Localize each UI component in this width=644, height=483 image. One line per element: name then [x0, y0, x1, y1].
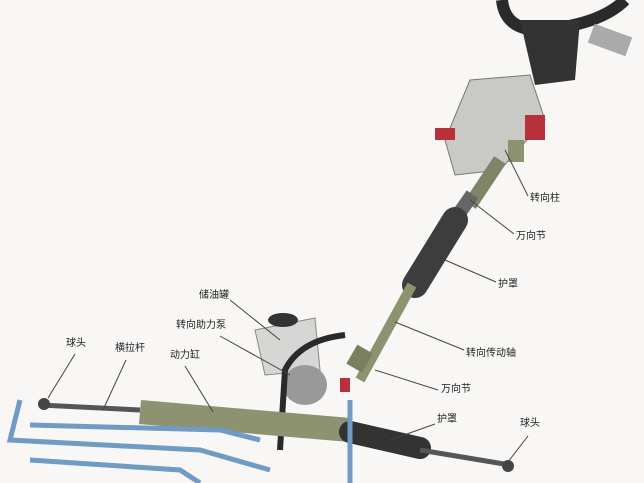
steering-rack — [38, 398, 514, 472]
steering-column — [435, 74, 546, 176]
label-power-cylinder: 动力缸 — [170, 350, 200, 361]
label-tie-rod: 横拉杆 — [115, 343, 145, 354]
label-reservoir: 储油罐 — [199, 290, 229, 301]
label-universal-joint-lower: 万向节 — [441, 384, 471, 395]
label-steering-column: 转向柱 — [530, 193, 560, 204]
label-boot-lower: 护罩 — [437, 414, 457, 425]
steering-shaft — [340, 156, 506, 392]
label-universal-joint-upper: 万向节 — [516, 231, 546, 242]
label-ball-joint-left: 球头 — [66, 338, 86, 349]
hoses — [6, 399, 353, 483]
label-drive-shaft: 转向传动轴 — [466, 348, 516, 359]
leader-lines — [47, 149, 529, 463]
reservoir-pump — [254, 313, 346, 451]
label-boot-upper: 护罩 — [498, 279, 518, 290]
label-ball-joint-right: 球头 — [520, 418, 540, 429]
steering-wheel — [496, 0, 633, 85]
label-power-pump: 转向助力泵 — [176, 320, 226, 331]
